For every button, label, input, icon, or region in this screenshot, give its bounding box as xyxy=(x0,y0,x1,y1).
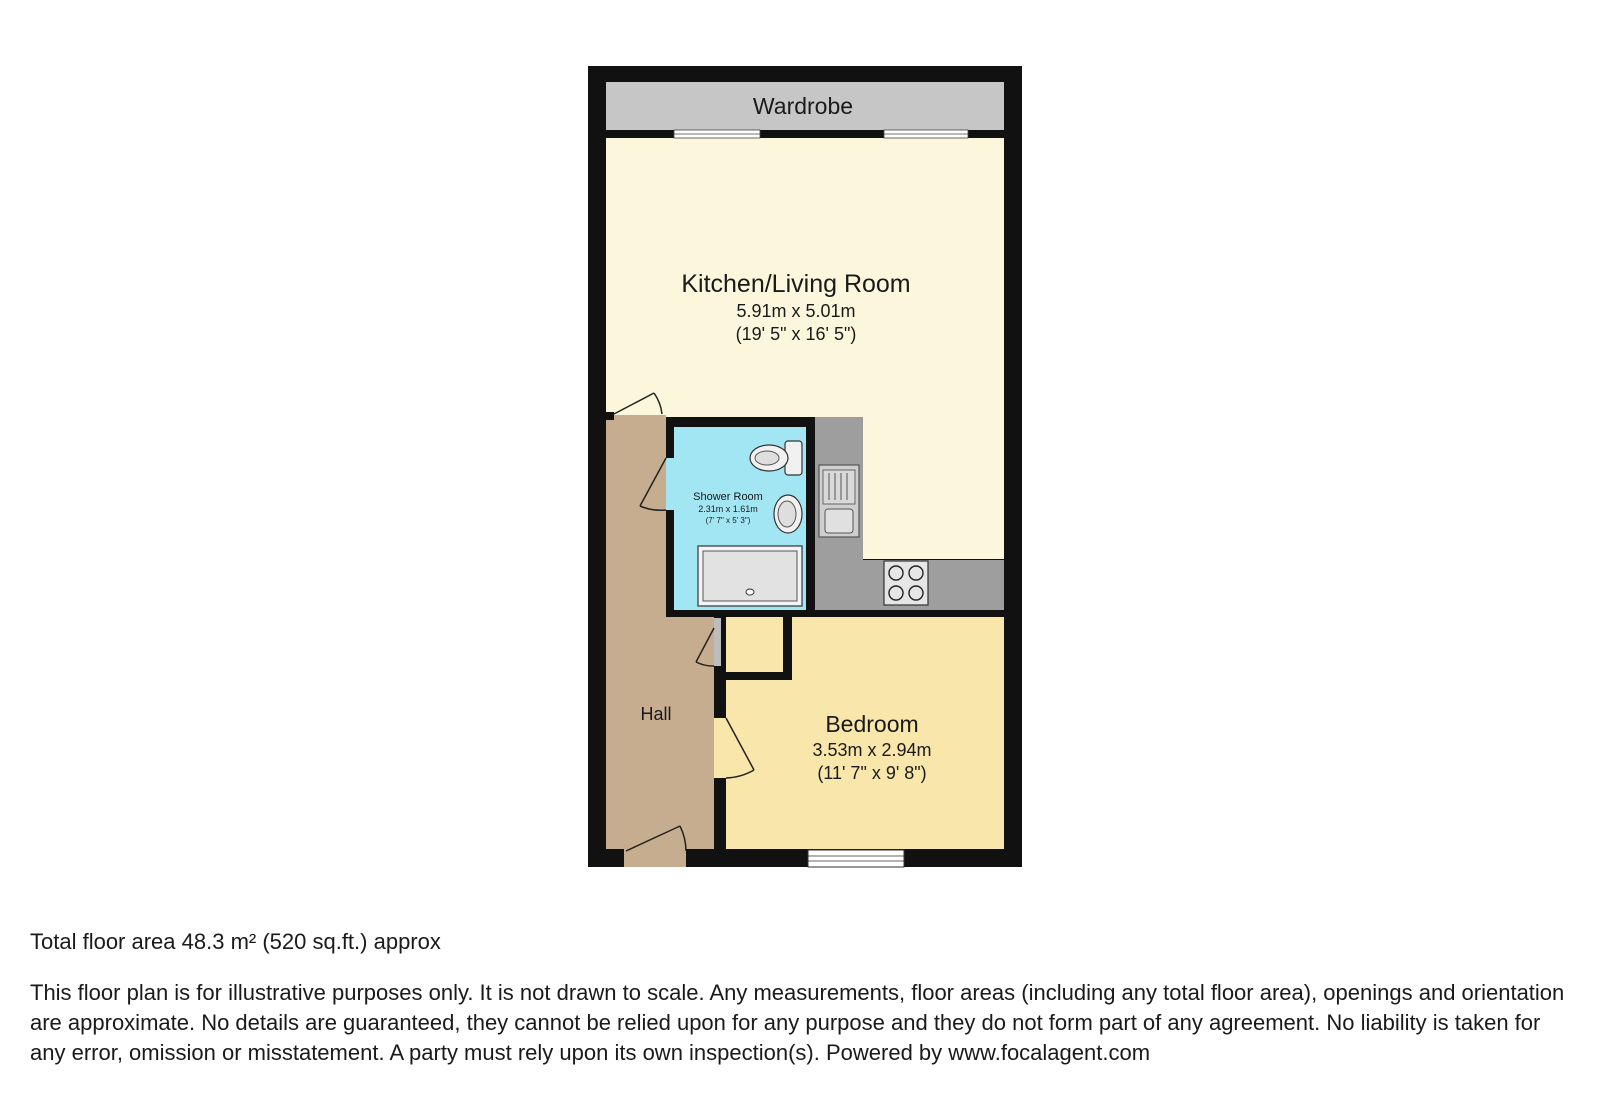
disclaimer-text: This floor plan is for illustrative purp… xyxy=(30,980,1565,1065)
wall-wardrobe xyxy=(606,130,1004,138)
wall-shower-left xyxy=(666,417,674,617)
door-opening-entrance xyxy=(624,849,686,867)
wall-cupboard-bottom xyxy=(714,672,792,680)
wardrobe-sliding-doors xyxy=(673,129,969,139)
door-swing-cupboard xyxy=(695,627,715,667)
bedroom-window xyxy=(807,849,905,868)
door-swing-bedroom xyxy=(725,717,755,779)
wall-hall-top-left xyxy=(606,412,614,420)
label-kitchen-living-name: Kitchen/Living Room xyxy=(681,270,910,298)
label-hall: Hall xyxy=(640,704,671,724)
toilet-icon xyxy=(749,440,803,476)
label-shower-imperial: (7' 7" x 5' 3") xyxy=(706,516,751,525)
label-shower-name: Shower Room xyxy=(693,491,763,503)
wall-hall-top xyxy=(614,415,666,420)
room-bedroom-upper xyxy=(792,617,1004,677)
basin-icon xyxy=(773,494,803,534)
floor-plan: Wardrobe Kitchen/Living Room 5.91m x 5.0… xyxy=(588,66,1022,868)
door-swing-shower xyxy=(639,457,667,512)
wall-shower-top xyxy=(666,417,815,427)
hob-icon xyxy=(883,560,929,606)
wall-cupboard-right xyxy=(783,617,792,680)
room-wardrobe[interactable] xyxy=(606,82,1004,130)
shower-tray-icon xyxy=(697,545,803,607)
label-shower-metric: 2.31m x 1.61m xyxy=(698,504,758,514)
label-bedroom-name: Bedroom xyxy=(825,711,918,737)
room-kitchen-living[interactable] xyxy=(606,138,1004,417)
sink-icon xyxy=(818,464,860,538)
label-kitchen-living-imperial: (19' 5" x 16' 5") xyxy=(736,324,857,344)
door-opening-cupboard xyxy=(714,618,721,666)
door-swing-entrance xyxy=(625,825,687,852)
door-opening-bedroom xyxy=(714,718,726,778)
total-floor-area: Total floor area 48.3 m² (520 sq.ft.) ap… xyxy=(30,929,441,954)
wall-shower-right xyxy=(806,417,815,610)
door-swing-kitchen xyxy=(613,392,663,415)
label-kitchen-living-metric: 5.91m x 5.01m xyxy=(736,301,855,321)
label-bedroom-metric: 3.53m x 2.94m xyxy=(812,740,931,760)
label-bedroom-imperial: (11' 7" x 9' 8") xyxy=(817,763,926,783)
label-wardrobe: Wardrobe xyxy=(753,93,853,119)
wall-kitchen-bottom xyxy=(666,610,1004,617)
door-opening-shower xyxy=(666,458,674,510)
